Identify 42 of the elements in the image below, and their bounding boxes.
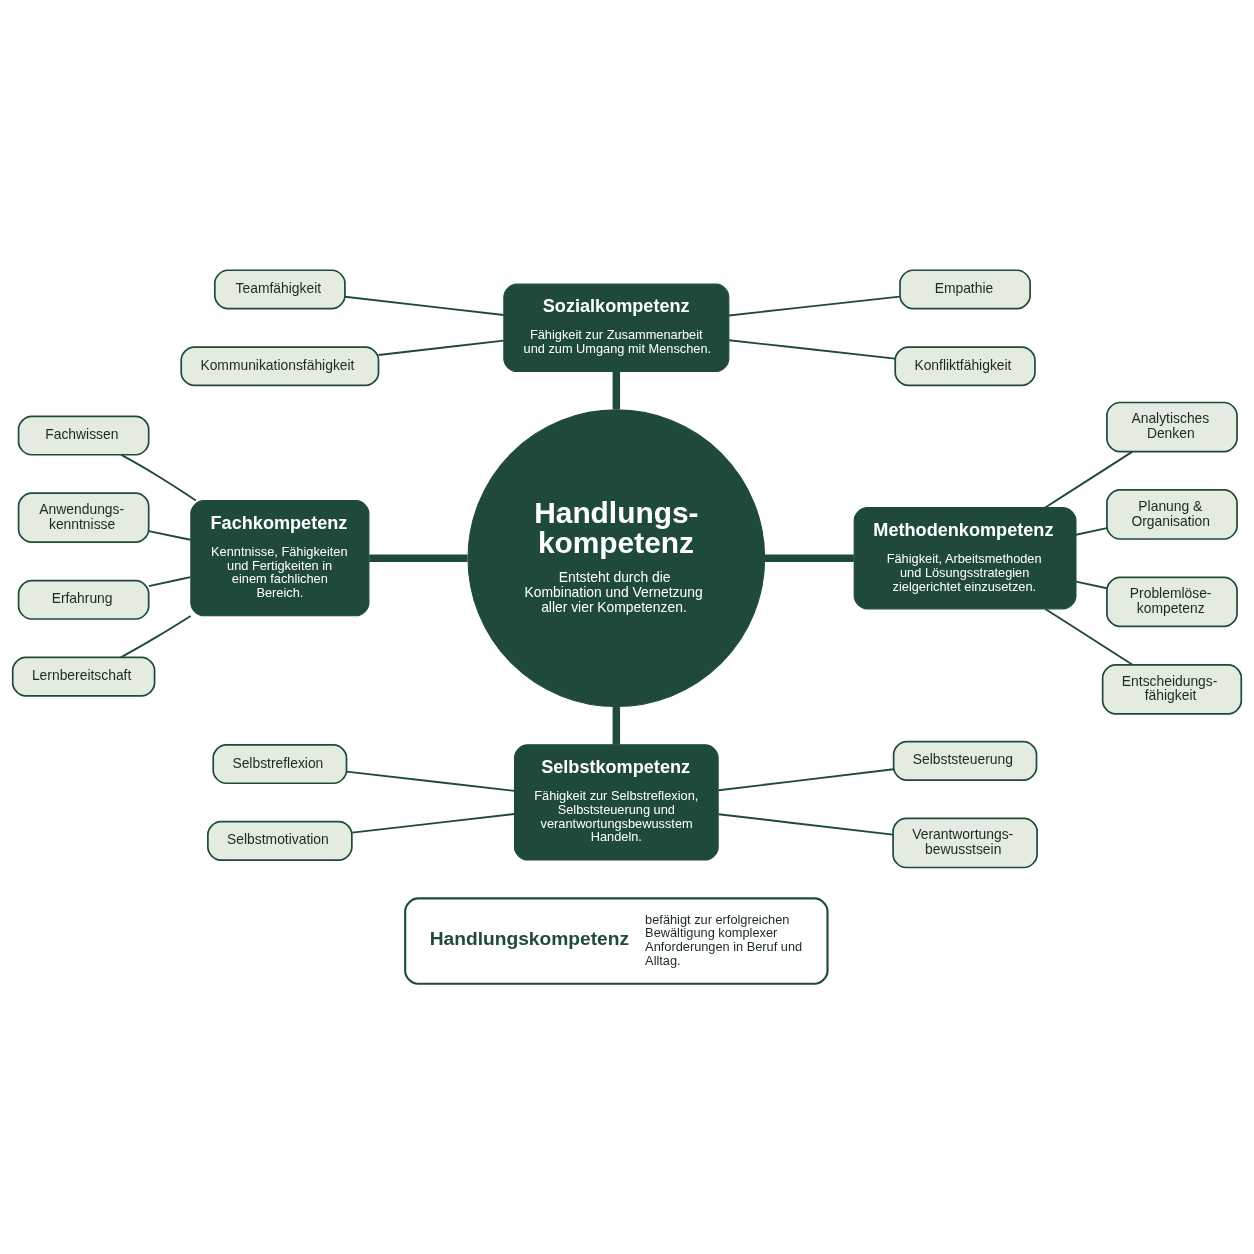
- connector: [345, 770, 516, 792]
- node-box: Planung & Organisation: [1106, 489, 1238, 540]
- node-box: Selbstmotivation: [207, 820, 353, 861]
- node-box: Entscheidungs- fähigkeit: [1101, 664, 1243, 715]
- connector: [717, 813, 894, 836]
- node-box: Selbstreflexion: [212, 744, 348, 785]
- node-box: Fachkompetenz Kenntnisse, Fähigkeiten und Fertigkeiten in einem fachlichen Bereich.: [190, 500, 370, 617]
- connector: [147, 576, 192, 588]
- node-box: Verantwortungs- bewusstsein: [892, 817, 1038, 869]
- node-box: Handlungskompetenz befähigt zur erfolgreichen Bewältigung komplexer Anforderungen in Beruf und Alltag.: [404, 897, 829, 985]
- connector: [1075, 527, 1108, 536]
- connector: [1075, 580, 1108, 590]
- connector: [1044, 450, 1134, 509]
- connector: [120, 453, 197, 502]
- node-box: Fachwissen: [17, 415, 150, 456]
- node-box: Selbstkompetenz Fähigkeit zur Selbstreflexion, Selbststeuerung und verantwortungsbewusstem Handeln.: [513, 744, 719, 861]
- node-box: Kommunikationsfähigkeit: [180, 346, 380, 387]
- connector: [1044, 607, 1134, 666]
- connector: [728, 295, 901, 317]
- node-box: Teamfähigkeit: [213, 269, 346, 310]
- node-box: Konfliktfähigkeit: [894, 346, 1036, 387]
- node-box: Erfahrung: [17, 579, 150, 620]
- connector: [344, 295, 505, 316]
- connector: [717, 768, 895, 792]
- node-box: Analytisches Denken: [1106, 401, 1238, 453]
- node-box: Methodenkompetenz Fähigkeit, Arbeitsmethoden und Lösungsstrategien zielgerichtet einzusetzen.: [853, 507, 1077, 610]
- node-box: Anwendungs- kenntnisse: [17, 492, 150, 544]
- connector: [369, 554, 468, 562]
- connector: [612, 706, 621, 745]
- connector: [612, 371, 621, 410]
- node-box: Problemlöse- kompetenz: [1106, 576, 1238, 628]
- node-box: Selbststeuerung: [892, 740, 1038, 781]
- connector: [728, 339, 896, 360]
- connector: [764, 554, 854, 562]
- node-circle: Handlungs- kompetenz Entsteht durch die Kombination und Vernetzung aller vier Kompetenzen.: [467, 409, 766, 708]
- node-box: Sozialkompetenz Fähigkeit zur Zusammenarbeit und zum Umgang mit Menschen.: [503, 283, 730, 373]
- node-box: Empathie: [899, 269, 1031, 310]
- connector: [147, 530, 192, 541]
- connector: [377, 339, 505, 356]
- connector: [351, 813, 516, 834]
- connector: [119, 615, 192, 659]
- node-box: Lernbereitschaft: [11, 656, 156, 697]
